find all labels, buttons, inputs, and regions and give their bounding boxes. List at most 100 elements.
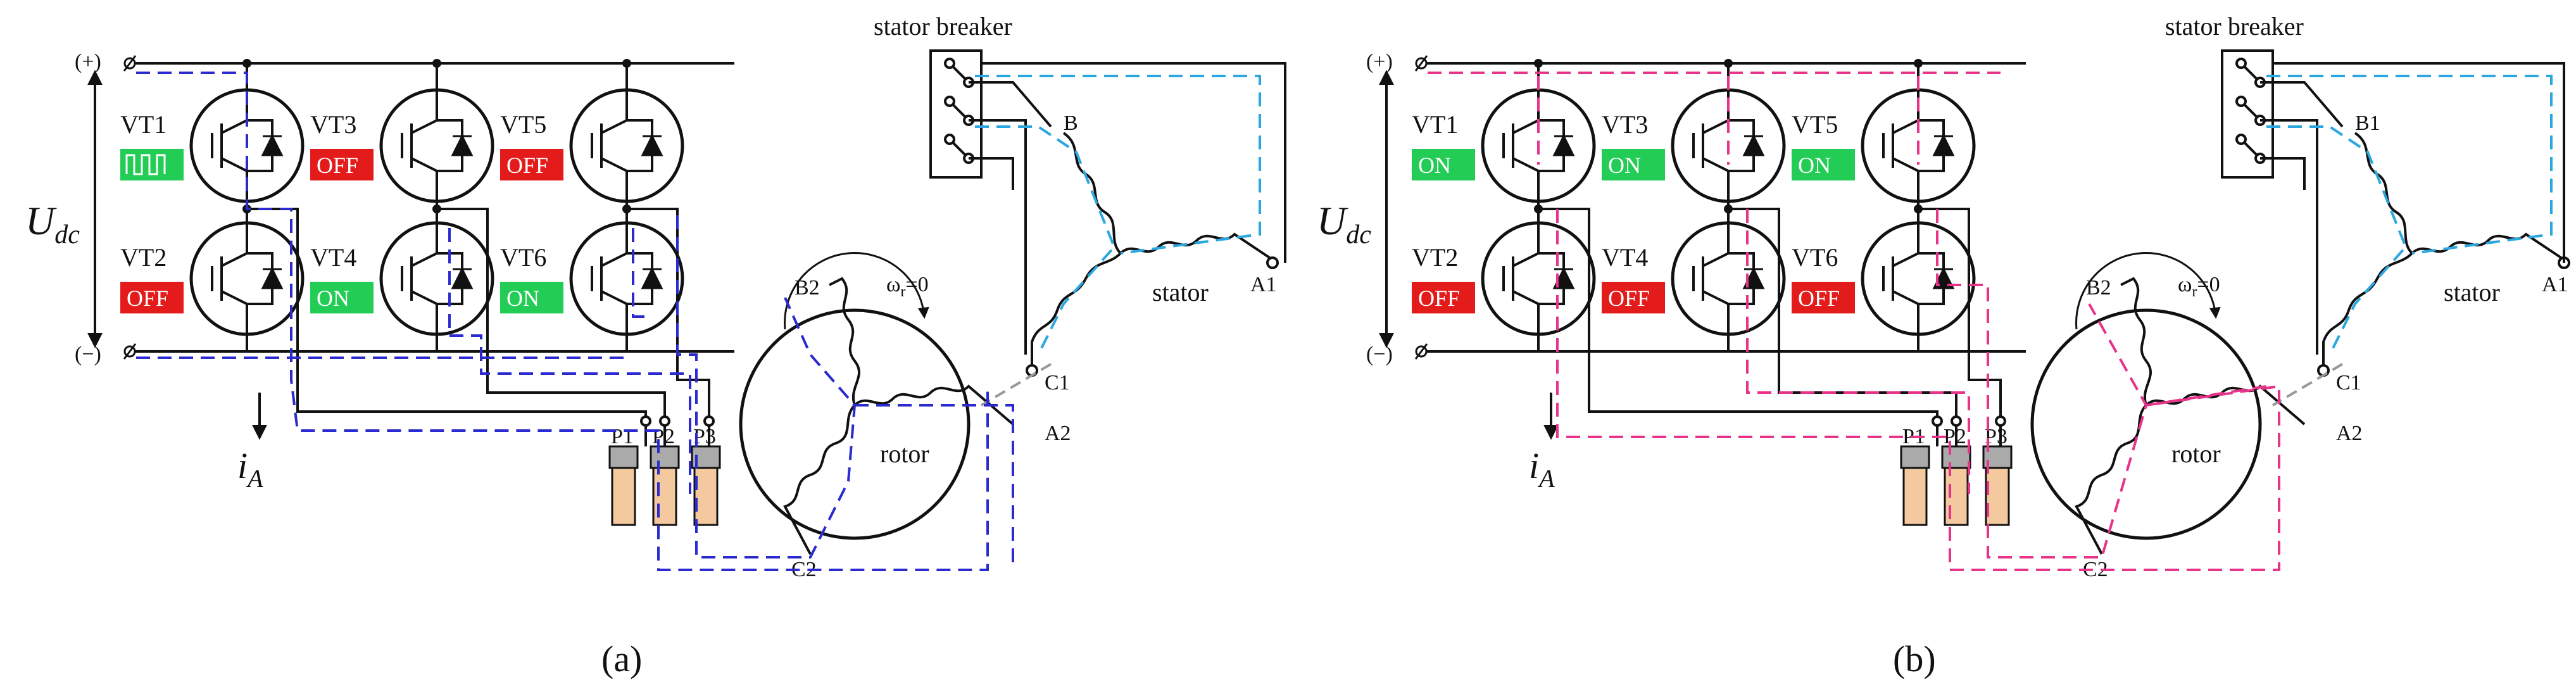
switch-vt2 [1481,221,1596,336]
switch-label: VT5 [1792,110,1838,139]
plug-p1: P1 [608,425,639,526]
switch-label: VT2 [1412,243,1458,272]
rotor-label: rotor [2171,439,2221,468]
rotor [2030,252,2306,555]
plug-p2: P2 [1941,425,1971,526]
state-text: OFF [1608,286,1650,311]
rotor-node-b: B2 [795,276,820,300]
rotor [739,252,1014,555]
switch-label: VT3 [310,110,356,139]
stator-node-a: A1 [2542,273,2568,296]
state-badge [1792,149,1855,180]
state-text: OFF [506,153,548,178]
switch-vt3 [379,88,494,203]
plug-label: P2 [652,425,675,448]
udc-label: Udc [25,198,80,249]
switch-label: VT4 [310,243,356,272]
state-text: OFF [1418,286,1460,311]
stator-label: stator [2444,278,2500,306]
terminal-minus-label: (−) [75,343,101,366]
state-text: OFF [1798,286,1840,311]
rotor-current-path [136,72,1014,571]
switch-vt6 [569,221,684,336]
switch-label: VT3 [1602,110,1648,139]
stator-current-path [2266,75,2553,355]
plug-p2: P2 [650,425,680,526]
plug-label: P1 [611,425,634,448]
state-badge [1602,149,1665,180]
omega-label: ωr=0 [2178,273,2220,300]
rotor-label: rotor [880,439,929,468]
state-badge [310,282,374,313]
switch-label: VT6 [1792,243,1838,272]
stator-breaker-label: stator breaker [874,12,1012,41]
udc-label: Udc [1317,198,1371,249]
ia-label: iA [1529,445,1555,493]
plug-p3: P3 [691,425,721,526]
stator-breaker-label: stator breaker [2165,12,2304,41]
terminal-minus-label: (−) [1366,343,1393,366]
omega-label: ωr=0 [886,273,929,300]
stator-node-c: C1 [2336,371,2361,394]
switch-label: VT1 [1412,110,1458,139]
dc-bus [1379,62,2026,353]
stator-breaker [929,49,1286,355]
state-text: ON [317,286,349,311]
switch-vt5 [569,88,684,203]
panel-b: (+) (−) Udc VT1ONVT3ONVT5ONVT2OFFVT4OFFV… [1317,12,2570,679]
state-badge [1412,149,1475,180]
stator-label: stator [1152,278,1209,306]
state-badge [1602,282,1665,313]
stator-node-b: B [1064,111,1078,135]
terminal-plus-label: (+) [1366,50,1393,73]
stator-node-b: B1 [2355,111,2380,135]
rotor-current-path [1428,72,2280,571]
plug-group: P1 P2 P3 [608,425,721,526]
state-badge [120,149,184,180]
state-text: OFF [317,153,358,178]
state-text: OFF [127,286,168,311]
switch-label: VT2 [120,243,166,272]
terminal-plus-symbol [123,55,137,72]
plug-p1: P1 [1900,425,1930,526]
state-badge [500,282,563,313]
ia-label: iA [237,445,263,493]
state-text: ON [1608,153,1641,178]
state-text: ON [1798,153,1831,178]
pwm-icon [125,154,166,175]
terminal-plus-label: (+) [75,50,101,73]
state-badge [500,149,563,180]
switch-vt6 [1861,221,1976,336]
state-badge [310,149,374,180]
rotor-node-a: A2 [2336,422,2363,445]
stator-breaker [2221,49,2565,355]
state-text: ON [506,286,539,311]
state-badge [120,282,184,313]
terminal-minus-symbol [1414,343,1428,360]
switch-vt4 [379,221,494,336]
switch-label: VT6 [500,243,546,272]
rotor-node-b: B2 [2086,276,2111,300]
switch-label: VT5 [500,110,546,139]
state-badge [1792,282,1855,313]
switch-label: VT4 [1602,243,1648,272]
caption: (b) [1893,638,1936,679]
stator-node-a: A1 [1250,273,1277,296]
terminal-minus-symbol [123,343,137,360]
state-text: ON [1418,153,1451,178]
switch-vt2 [189,221,305,336]
caption: (a) [601,638,642,679]
state-badge [1412,282,1475,313]
switch-vt4 [1671,221,1786,336]
rotor-node-a: A2 [1045,422,1071,445]
stator-current-path [975,75,1261,355]
terminal-plus-symbol [1414,55,1428,72]
stator-node-c: C1 [1045,371,1070,394]
switch-label: VT1 [120,110,166,139]
